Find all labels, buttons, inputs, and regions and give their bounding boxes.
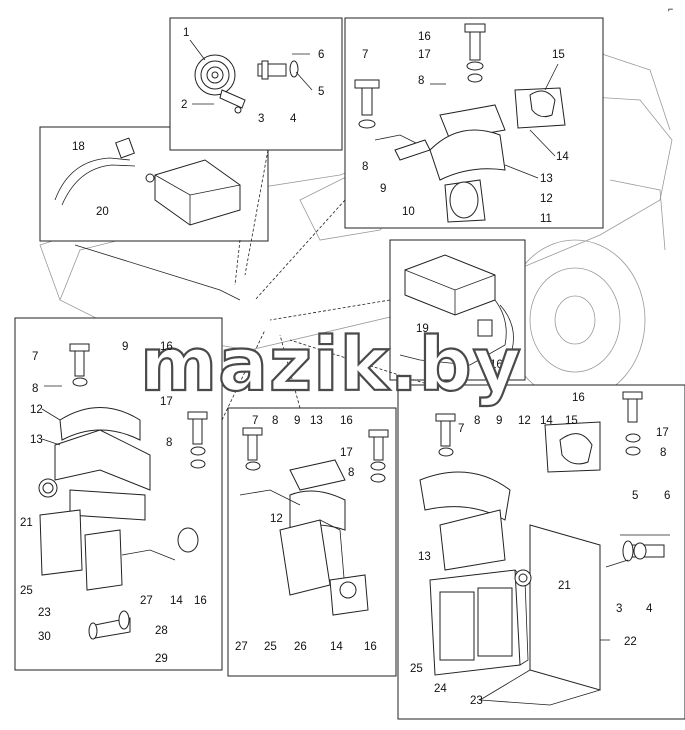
part-label: 1: [183, 27, 189, 39]
part-label: 5: [632, 490, 638, 502]
part-label: 24: [434, 683, 447, 695]
part-label: 11: [540, 213, 552, 225]
part-label: 9: [380, 183, 386, 195]
part-label: 22: [624, 636, 637, 648]
part-label: 25: [20, 585, 33, 597]
horn-assembly: [194, 54, 299, 114]
part-label: 26: [294, 641, 307, 653]
part-label: 4: [290, 113, 297, 125]
label-leaders: [41, 39, 629, 641]
lamp-center-parts: [239, 427, 389, 616]
part-label: 17: [418, 49, 431, 61]
labels-harness: 19 16: [416, 323, 503, 371]
labels-lamp-center: 7 8 9 13 16 17 8 12 27 25 26 14 16: [235, 415, 377, 653]
part-label: 8: [272, 415, 278, 427]
part-label: 7: [362, 49, 368, 61]
part-label: 8: [32, 383, 38, 395]
part-label: 13: [418, 551, 431, 563]
part-label: 16: [418, 31, 431, 43]
part-label: 27: [235, 641, 248, 653]
part-label: 4: [646, 603, 653, 615]
part-label: 16: [572, 392, 585, 404]
labels-lamp-left: 7 9 16 8 12 17 13 8 21 25 23 27 14 16 30…: [20, 341, 207, 665]
leader-connections: [74, 149, 431, 421]
part-label: 6: [318, 49, 324, 61]
part-label: 8: [660, 447, 666, 459]
part-label: 7: [252, 415, 258, 427]
part-label: 16: [364, 641, 377, 653]
part-label: 9: [496, 415, 502, 427]
part-label: 23: [38, 607, 51, 619]
part-label: 14: [556, 151, 569, 163]
part-label: 19: [416, 323, 429, 335]
part-label: 9: [294, 415, 300, 427]
part-label: 21: [558, 580, 571, 592]
harness-parts: [399, 254, 514, 366]
part-label: 6: [664, 490, 670, 502]
part-label: 13: [540, 173, 553, 185]
part-label: 16: [340, 415, 353, 427]
watermark-text: mazik.by: [140, 322, 522, 408]
part-label: 18: [72, 141, 85, 153]
part-label: 14: [540, 415, 553, 427]
part-label: 14: [330, 641, 343, 653]
lamp-top-parts: [354, 23, 566, 223]
part-label: 25: [410, 663, 423, 675]
part-label: 12: [30, 404, 43, 416]
part-label: 13: [30, 434, 43, 446]
part-label: 16: [490, 359, 503, 371]
part-label: 9: [122, 341, 128, 353]
part-label: 12: [540, 193, 553, 205]
part-label: 8: [474, 415, 480, 427]
part-label: 16: [194, 595, 207, 607]
part-label: 15: [552, 49, 565, 61]
part-label: 3: [616, 603, 622, 615]
part-label: 17: [656, 427, 669, 439]
part-label: 12: [518, 415, 531, 427]
part-label: 21: [20, 517, 33, 529]
labels-horn-box: 1 6 5 4 3 2: [181, 27, 324, 125]
labels-lamp-top: 16 17 8 7 15 14 13 12 11 10 9 8: [362, 31, 569, 225]
part-label: 8: [418, 75, 424, 87]
part-label: 17: [340, 447, 353, 459]
part-label: 10: [402, 206, 415, 218]
wiring-box-parts: [54, 137, 241, 226]
part-label: 30: [38, 631, 51, 643]
corner-mark: ⌐: [668, 4, 673, 14]
part-label: 27: [140, 595, 153, 607]
labels-wiring-box: 18 20: [72, 141, 109, 218]
part-label: 7: [32, 351, 38, 363]
lamp-left-parts: [38, 343, 208, 640]
part-label: 25: [264, 641, 277, 653]
detail-box-horn: [169, 17, 343, 151]
part-label: 28: [155, 625, 168, 637]
part-label: 8: [362, 161, 368, 173]
part-label: 7: [458, 423, 464, 435]
part-label: 12: [270, 513, 283, 525]
part-label: 17: [160, 396, 173, 408]
part-label: 15: [565, 415, 578, 427]
part-label: 14: [170, 595, 183, 607]
part-label: 13: [310, 415, 323, 427]
part-label: 5: [318, 86, 324, 98]
labels-lamp-right: 7 8 9 12 14 15 16 17 8 5 6 13 21 3 4 22 …: [410, 392, 670, 707]
part-label: 8: [166, 437, 172, 449]
lamp-right-parts: [419, 391, 670, 706]
part-label: 20: [96, 206, 109, 218]
part-label: 8: [348, 467, 354, 479]
part-label: 29: [155, 653, 168, 665]
part-label: 2: [181, 99, 187, 111]
part-label: 16: [160, 341, 173, 353]
part-label: 3: [258, 113, 264, 125]
part-label: 23: [470, 695, 483, 707]
